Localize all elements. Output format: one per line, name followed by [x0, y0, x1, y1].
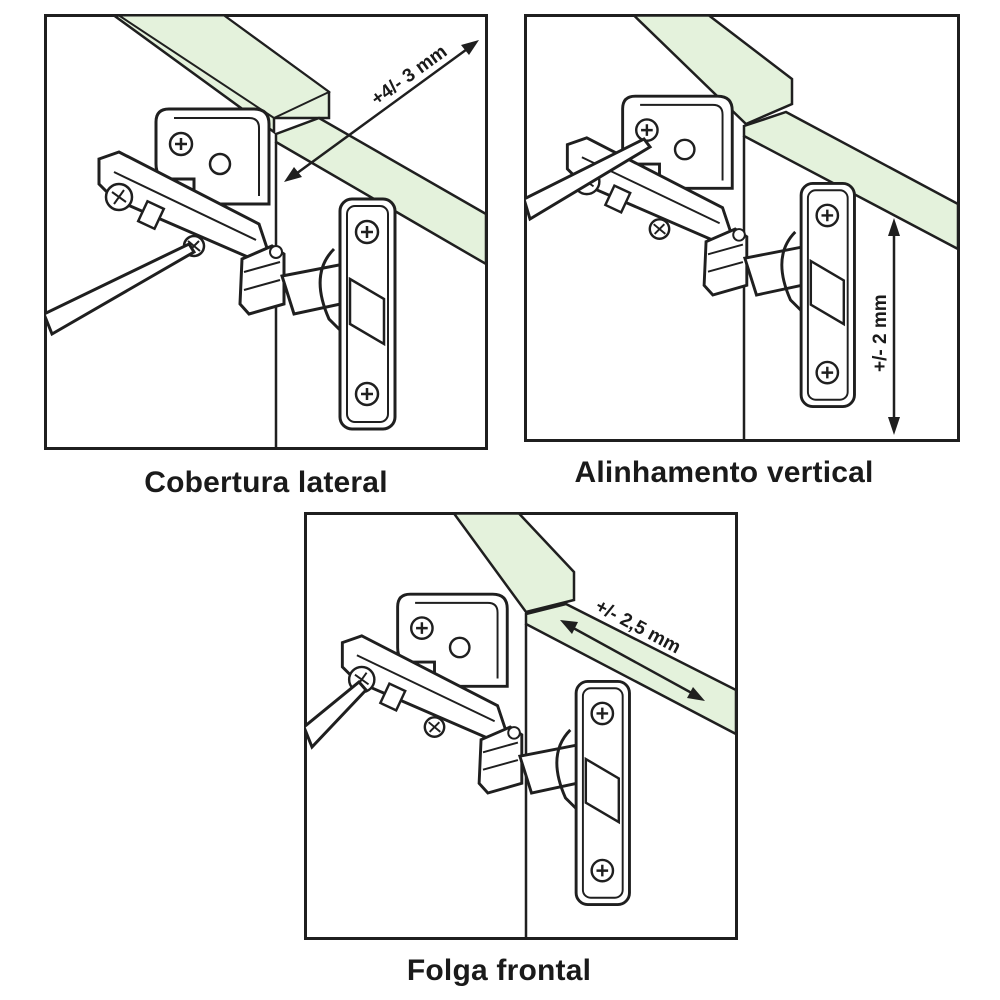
- measure-label: +/- 2 mm: [870, 294, 891, 372]
- panel-cobertura-lateral: +4/- 3 mm: [44, 14, 488, 450]
- measure-arrow: [888, 218, 900, 435]
- panel-folga-frontal: +/- 2,5 mm: [304, 512, 738, 940]
- caption-alinhamento-vertical: Alinhamento vertical: [574, 456, 874, 489]
- caption-folga-frontal: Folga frontal: [406, 954, 592, 987]
- measure-arrow: [560, 620, 705, 701]
- measure-arrow: [284, 40, 479, 182]
- panel-alinhamento-vertical: +/- 2 mm: [524, 14, 960, 442]
- caption-cobertura-lateral: Cobertura lateral: [144, 466, 388, 499]
